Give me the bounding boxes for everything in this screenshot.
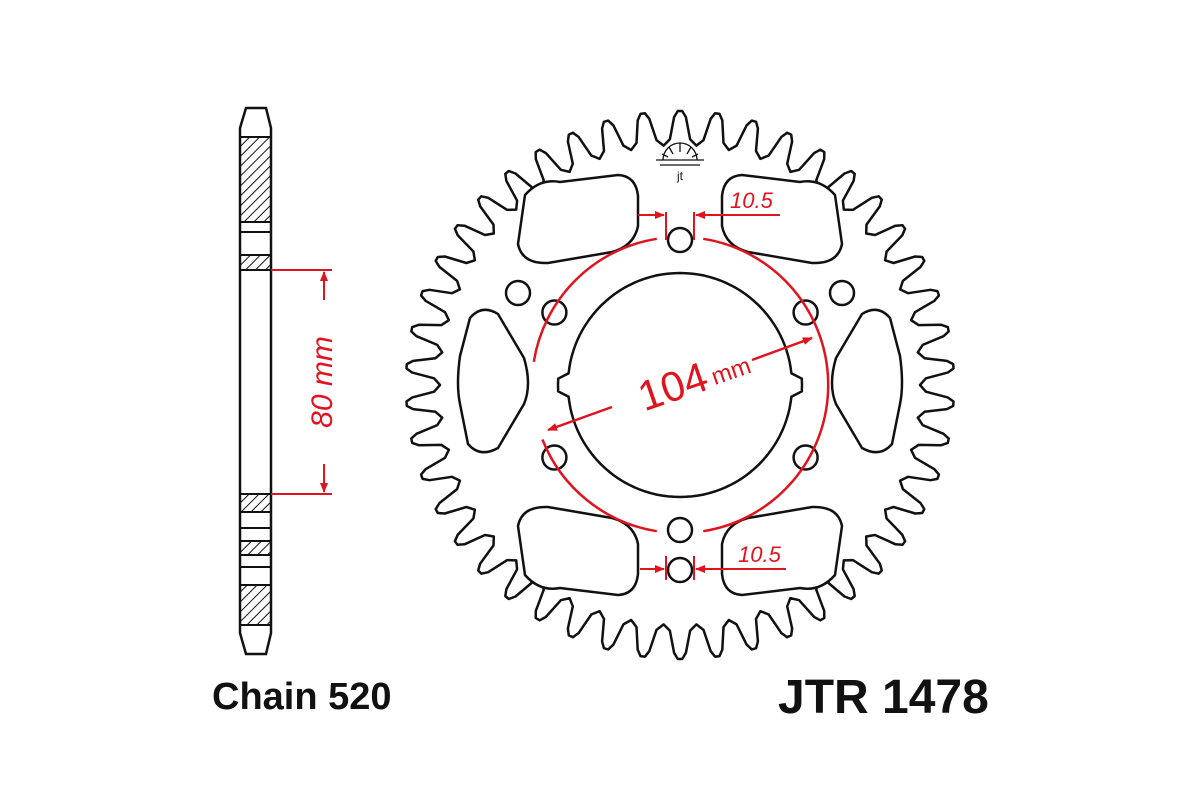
bottom-hole-dimension-label: 10.5: [738, 542, 782, 567]
part-number: JTR 1478: [778, 671, 989, 724]
pcd-arc: [532, 237, 830, 533]
sprocket-front: jt 104 mm 10.5: [405, 109, 955, 661]
hatch-bottom: [239, 584, 272, 626]
center-bore: [556, 271, 804, 499]
jt-logo: [656, 142, 704, 166]
cutout: [720, 173, 844, 265]
width-dimension-label: 80 mm: [306, 336, 339, 428]
bolt-hole: [666, 556, 694, 584]
hatch-lower-band: [239, 493, 272, 513]
bolt-hole: [666, 516, 694, 544]
hatch-lower-small: [239, 540, 272, 556]
cutout: [516, 505, 640, 597]
pcd-dimension: [547, 336, 813, 432]
top-hole-dimension-label: 10.5: [730, 188, 774, 213]
bolt-holes: [504, 226, 856, 584]
side-profile-body: [238, 106, 273, 656]
logo-text: jt: [676, 169, 684, 183]
bolt-hole: [828, 279, 856, 307]
cutout: [456, 308, 530, 454]
hatch-top: [239, 136, 272, 223]
chain-label: Chain 520: [212, 676, 392, 718]
lightening-cutouts: [456, 173, 904, 597]
cutout: [830, 308, 904, 454]
hatch-upper-band: [239, 254, 272, 271]
bolt-hole: [504, 279, 532, 307]
bolt-hole: [666, 226, 694, 254]
cutout: [516, 173, 640, 265]
side-profile: 80 mm: [238, 106, 339, 656]
cutout: [720, 505, 844, 597]
bottom-hole-dimension: [640, 556, 786, 580]
width-dimension: [271, 269, 332, 495]
top-hole-dimension: [638, 211, 780, 240]
